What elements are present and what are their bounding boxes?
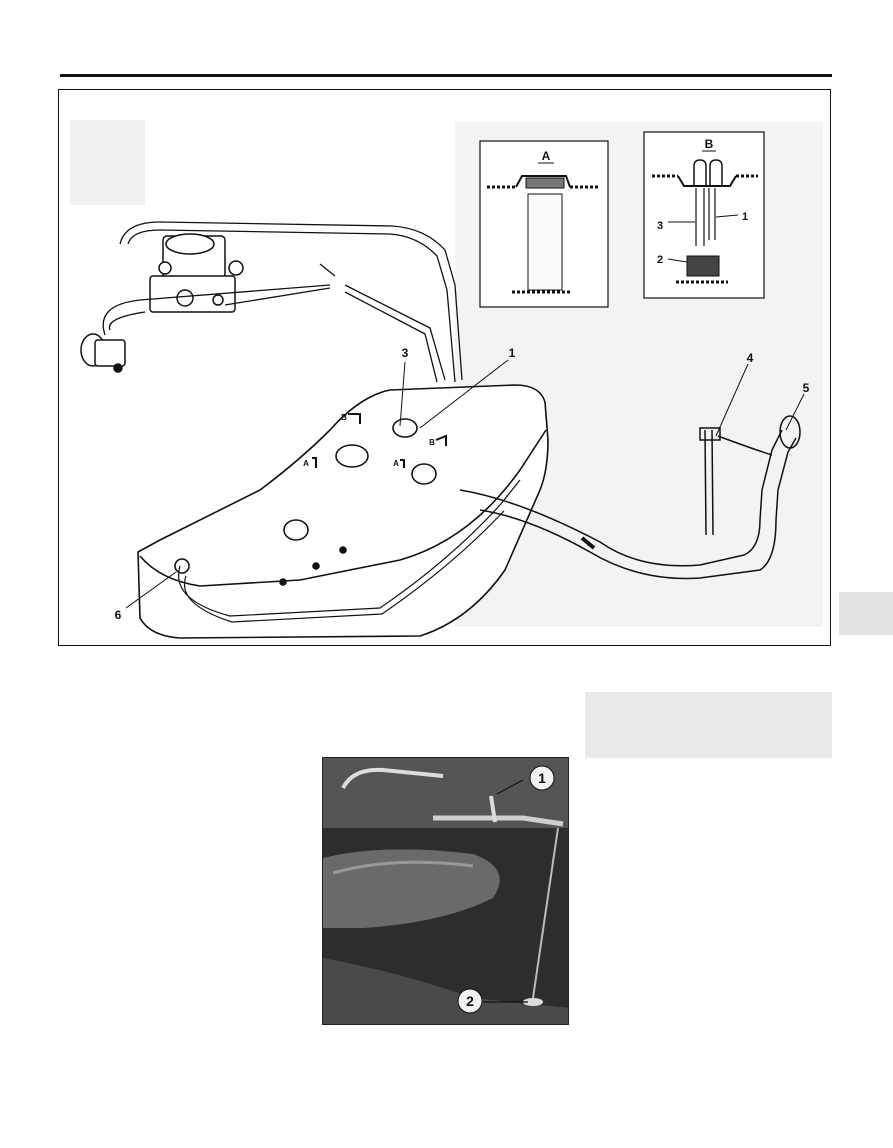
inset-b-callout-1: 1: [742, 211, 748, 223]
screen-area: [70, 120, 145, 205]
section-markers: B B A A: [303, 413, 447, 468]
inset-a: A: [479, 140, 609, 308]
section-marker-b: B: [429, 438, 435, 447]
inset-a-label: A: [542, 149, 551, 163]
callout-5: 5: [803, 381, 810, 395]
photo-artwork: 1 2: [323, 758, 568, 1024]
vent-line: [183, 510, 505, 623]
section-marker-b: B: [341, 413, 347, 422]
callouts: [125, 359, 805, 609]
inset-b-callout-3: 3: [657, 220, 663, 232]
inset-b-callout-2: 2: [657, 254, 663, 266]
section-marker-a: A: [393, 459, 399, 468]
fuel-lines: [102, 221, 463, 383]
chapter-tab: [839, 592, 893, 635]
fuel-pump: [80, 333, 126, 373]
callout-1: 1: [509, 346, 516, 360]
header-rule: [60, 74, 832, 77]
inset-b-label: B: [705, 137, 714, 151]
section-marker-a: A: [303, 459, 309, 468]
callout-4: 4: [747, 351, 754, 365]
underbody-photo: 1 2: [322, 757, 569, 1025]
vent-line: [178, 479, 521, 617]
callout-3: 3: [402, 346, 409, 360]
callout-6: 6: [115, 608, 122, 622]
caption-box: [585, 692, 832, 758]
photo-callout-1: 1: [538, 770, 546, 786]
filler-neck: [459, 415, 801, 580]
inset-b: B 3 1 2: [643, 131, 765, 299]
carburettor: [149, 233, 244, 313]
photo-callout-2: 2: [466, 993, 474, 1009]
